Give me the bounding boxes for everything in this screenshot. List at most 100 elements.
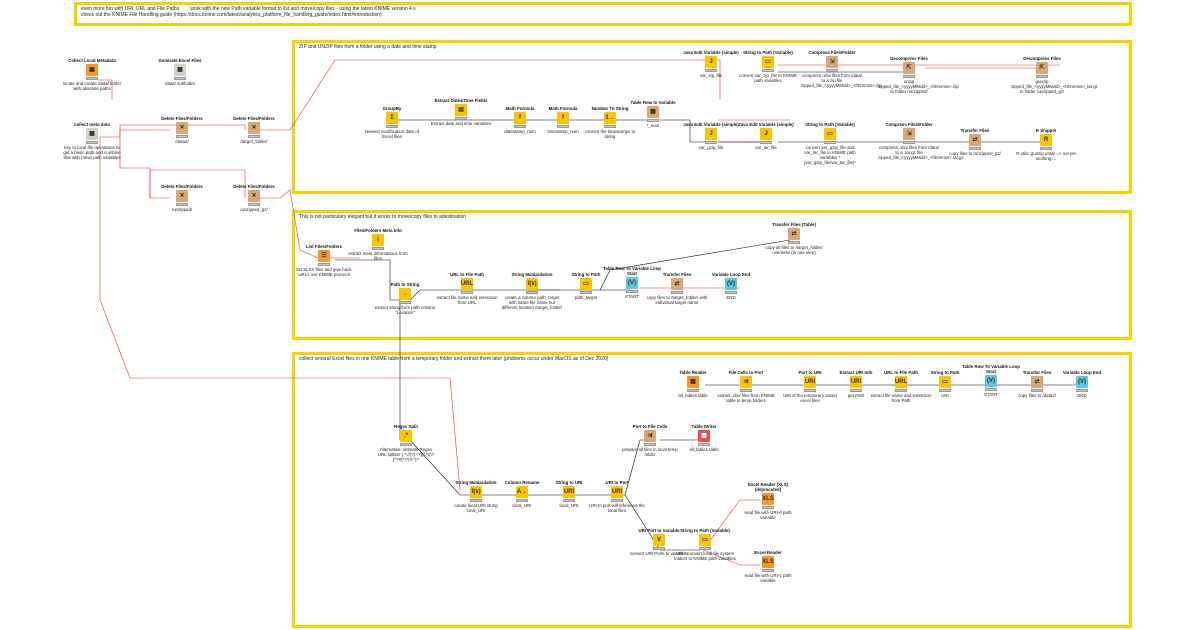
- node-comment: locate and create /data/ folder with abs…: [62, 81, 122, 91]
- number-to-string-node[interactable]: Number To String 1→ convert the timestam…: [579, 106, 641, 139]
- groupby-node[interactable]: GroupBy Σ Newest modification date of Ex…: [361, 106, 423, 139]
- loop-start-node[interactable]: Table Row To Variable Loop Start (V) STA…: [601, 266, 663, 299]
- files-meta-info-node[interactable]: Files/Folders Meta Info i extract meta i…: [347, 228, 409, 261]
- string-manipulation-node[interactable]: String Manipulation f(x) create a column…: [501, 272, 563, 310]
- wire-data: [335, 259, 400, 301]
- url-to-file-path-node[interactable]: URL to File Path URL extract file name a…: [436, 272, 498, 305]
- excel-reader-node[interactable]: Excel Reader XLS read file with URI-1 pa…: [737, 550, 799, 583]
- java-edit-tar-node[interactable]: Java Edit Variable (simple) J var_tar_fi…: [735, 122, 797, 150]
- move-annotation[interactable]: This is not particulary elegant but it w…: [292, 210, 1132, 340]
- node-comment: convert var_gzip_file and var_tar_file t…: [803, 145, 857, 165]
- node-status: [580, 291, 592, 294]
- compress-zip-node[interactable]: Compress Files/Folder ⇲ compress .xlsx f…: [801, 50, 882, 88]
- uri-icon: URI: [804, 376, 816, 388]
- node-comment: START: [625, 294, 639, 299]
- node-name: Regex Split: [394, 424, 418, 429]
- java-edit-gzip-node[interactable]: Java Edit Variable (simple) J var_gzip_f…: [680, 122, 742, 150]
- java-edit-zip-node[interactable]: Java Edit Variable (simple) J var_zip_fi…: [680, 50, 742, 78]
- excel-annotation[interactable]: collect several Excel files in one KNIME…: [292, 352, 1132, 628]
- node-status: [176, 135, 188, 138]
- math-formula-date-node[interactable]: Math Formula f datestamp_num: [489, 106, 551, 134]
- file-cells-to-port-node[interactable]: File Cells to Port ⇉ extract .xlsx files…: [715, 370, 777, 403]
- delete-unzipped-gz-node[interactable]: Delete Files/Folders ✕ /unzipped_gz/: [223, 184, 285, 212]
- string-to-path-zip-node[interactable]: String to Path (Variable) ▭ convert var_…: [737, 50, 799, 83]
- collect-meta-data-node[interactable]: collect meta data ▦ key to local file op…: [61, 122, 123, 160]
- uri-port-to-variable-node[interactable]: URI Port to Variable V convert URI Ports…: [628, 528, 690, 556]
- node-status: [1076, 389, 1088, 392]
- port-to-uri-node[interactable]: Port to URI URI URI of the temporary sav…: [779, 370, 841, 403]
- string-to-path-node[interactable]: String to Path ▭ path_target: [555, 272, 617, 300]
- wire-variable: [119, 137, 170, 199]
- string-to-path-2-node[interactable]: String to Path ▭ URI: [914, 370, 976, 398]
- transfer-files-node[interactable]: Transfer Files ⇄ copy files to /target_f…: [646, 272, 708, 305]
- path-to-string-node[interactable]: Path to String → extract string from pat…: [374, 282, 436, 315]
- node-name: Delete Files/Folders: [161, 116, 203, 121]
- node-status: [626, 290, 638, 293]
- delete-data2-node[interactable]: Delete Files/Folders ✕ /data2/: [151, 116, 213, 144]
- node-comment: URI to port will reference the local fil…: [589, 503, 645, 513]
- delete-target-node[interactable]: Delete Files/Folders ✕ /target_folder/: [223, 116, 285, 144]
- string-manipulation-2-node[interactable]: String Manipulation f(x) create local UR…: [445, 480, 507, 513]
- uri-to-port-node[interactable]: URI to Port URI URI to port will referen…: [586, 480, 648, 513]
- list-files-node[interactable]: List Files/Folders ☰ list XLSX files and…: [293, 244, 355, 277]
- table-row-to-variable-node[interactable]: Table Row to Variable ▦ *_num: [622, 100, 684, 128]
- node-status: [644, 443, 656, 446]
- uri-icon: URI: [850, 376, 862, 388]
- node-comment: get Path: [847, 393, 865, 398]
- node-comment: URI: [941, 393, 949, 398]
- table-writer-node[interactable]: Table Writer ▦ all_tables.table: [673, 424, 735, 452]
- loop-end-2-node[interactable]: Variable Loop End (V) END: [1051, 370, 1113, 398]
- regex-split-node[interactable]: Regex Split .* Alternative: ultimate Reg…: [375, 424, 437, 462]
- compress-gz-node[interactable]: Compress Files/Folder ⇲ compress .xlsx f…: [878, 122, 964, 160]
- decompress-gz-node[interactable]: Decompress Files ⇱ gunzip zipped_file_<y…: [1011, 56, 1098, 94]
- node-comment: read file with URI-1 path variable: [744, 573, 792, 583]
- node-name: R Snippet: [1035, 128, 1057, 133]
- node-status: [318, 263, 330, 266]
- node-name: Excel Reader: [754, 550, 782, 555]
- column-rename-node[interactable]: Column Rename A→ local_URI: [491, 480, 553, 508]
- generate-excel-node[interactable]: Generate Excel Files ▦ /data/ subfolder: [149, 58, 211, 86]
- table-icon: ▦: [647, 106, 659, 118]
- table-reader-node[interactable]: Table Reader ▦ all_tables.table: [662, 370, 724, 398]
- extract-datetime-node[interactable]: Extract Date&Time Fields ▤ Extract date …: [430, 98, 492, 126]
- math-formula-time-node[interactable]: Math Formula f timestamp_num: [532, 106, 594, 134]
- node-comment: key to local file operations to get a ba…: [63, 145, 121, 160]
- info-icon: i: [372, 234, 384, 246]
- node-status: [1040, 147, 1052, 150]
- node-comment: path_target: [574, 295, 598, 300]
- delete-icon: ✕: [176, 122, 188, 134]
- loop-end-node[interactable]: Variable Loop End (V) END: [700, 272, 762, 300]
- node-name: Extract URI Info: [839, 370, 873, 375]
- extract-uri-info-node[interactable]: Extract URI Info URI get Path: [825, 370, 887, 398]
- excel-reader-xls-node[interactable]: Excel Reader (XLS) (deprecated) XLS read…: [737, 482, 799, 520]
- node-status: [762, 506, 774, 509]
- node-status: [372, 247, 384, 250]
- node-comment: /unzipped/: [171, 207, 193, 212]
- convert-icon: 1→: [604, 112, 616, 124]
- collect-local-metadata-node[interactable]: Collect Local Metadata ▣ locate and crea…: [61, 58, 123, 91]
- port-to-file-cells-node[interactable]: Port to File Cells ⇉ prepare all files i…: [619, 424, 681, 457]
- node-name: collect meta data: [74, 122, 110, 127]
- string-to-path-gz-node[interactable]: String to Path (Variable) ▭ convert var_…: [799, 122, 861, 165]
- decompress-zip-node[interactable]: Decompress Files ⇱ unzip zipped_file_<yy…: [878, 56, 959, 94]
- node-status: [248, 203, 260, 206]
- zip-annotation[interactable]: ZIP and UNZIP files from a folder using …: [292, 40, 1132, 194]
- node-name: Extract Date&Time Fields: [434, 98, 488, 103]
- node-comment: copy files to /target_folder/ with indiv…: [646, 295, 708, 305]
- delete-unzipped-node[interactable]: Delete Files/Folders ✕ /unzipped/: [151, 184, 213, 212]
- node-status: [895, 389, 907, 392]
- node-name: Table Row To Variable Loop Start: [962, 364, 1020, 374]
- folder-icon: ▣: [86, 64, 98, 76]
- string-to-uri-node[interactable]: String to URI URI local_URI: [538, 480, 600, 508]
- string-to-path-var-node[interactable]: String to Path (Variable) ▭ URI * conver…: [674, 528, 736, 561]
- wire-data: [624, 494, 700, 551]
- node-name: String to Path (Variable): [805, 122, 855, 127]
- transfer-files-2-node[interactable]: Transfer Files ⇄ copy files to /data2/: [1006, 370, 1068, 398]
- url-to-file-path-2-node[interactable]: URL to File Path URL extract file name a…: [870, 370, 932, 403]
- transfer-table-node[interactable]: Transfer Files (Table) ⇄ copy all files …: [763, 222, 825, 255]
- node-comment: extract string from path column "Locatio…: [374, 305, 436, 315]
- loop-start-2-node[interactable]: Table Row To Variable Loop Start (V) STA…: [960, 364, 1022, 397]
- r-snippet-node[interactable]: R Snippet R R utils::gunzip untar => not…: [1015, 128, 1077, 161]
- excel-icon: XLS: [762, 556, 774, 568]
- transfer-gz-node[interactable]: Transfer Files ⇄ copy files to /unzipped…: [944, 128, 1006, 156]
